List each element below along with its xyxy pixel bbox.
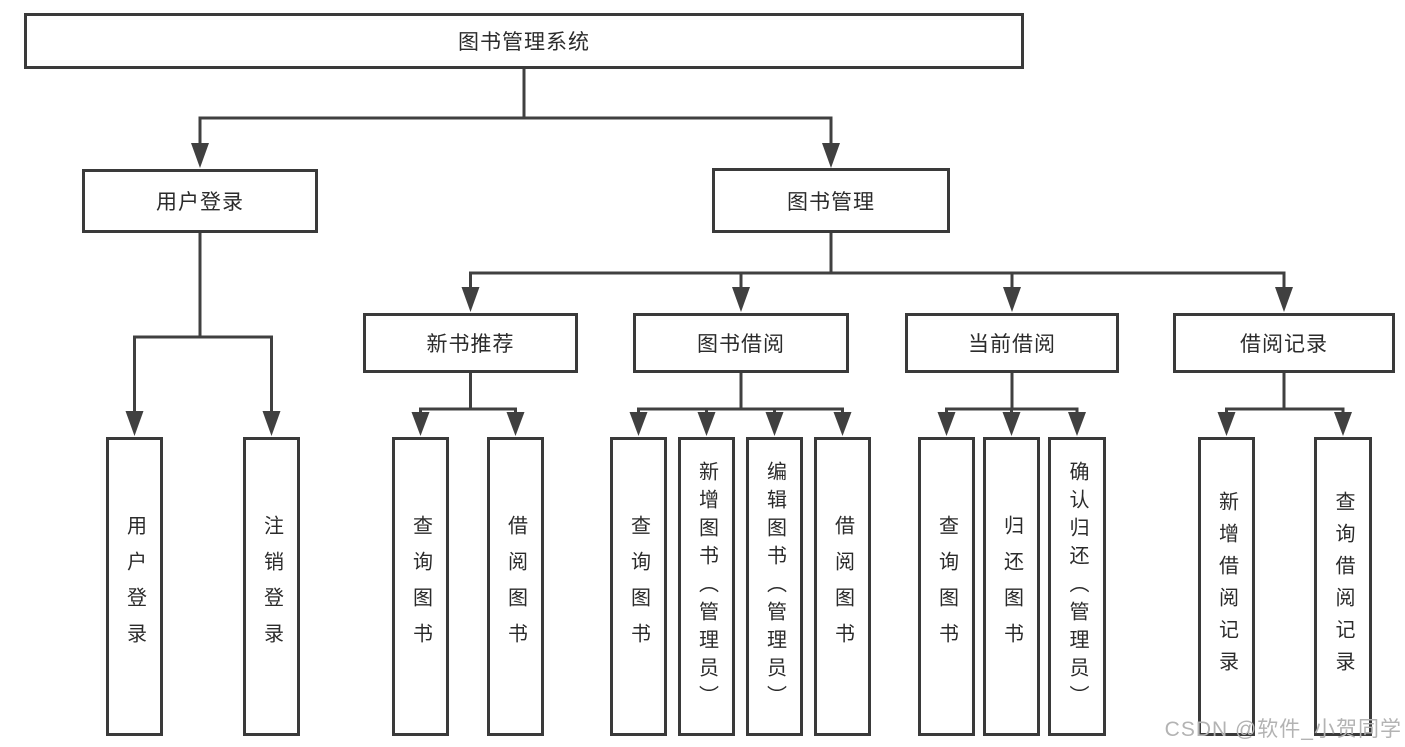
node-library-management-system: 图书管理系统 [24,13,1024,69]
node-new-book-recommendation: 新书推荐 [363,313,578,373]
leaf-logout-login: 注销登录 [243,437,300,736]
node-book-management: 图书管理 [712,168,950,233]
leaf-borrowing-edit-books-admin: 编辑图书（管理员） [746,437,803,736]
leaf-recommend-query-books: 查询图书 [392,437,449,736]
leaf-current-return-books: 归还图书 [983,437,1040,736]
node-borrowing-records: 借阅记录 [1173,313,1395,373]
leaf-user-login: 用户登录 [106,437,163,736]
leaf-borrowing-query-books: 查询图书 [610,437,667,736]
node-book-borrowing: 图书借阅 [633,313,849,373]
node-user-login: 用户登录 [82,169,318,233]
leaf-records-add-borrow-record: 新增借阅记录 [1198,437,1255,736]
csdn-watermark: CSDN @软件_小贺同学 [1164,718,1402,741]
leaf-borrowing-add-books-admin: 新增图书（管理员） [678,437,735,736]
leaf-borrowing-borrow-books: 借阅图书 [814,437,871,736]
arrowheads [125,143,1352,436]
leaf-recommend-borrow-books: 借阅图书 [487,437,544,736]
node-current-borrowing: 当前借阅 [905,313,1119,373]
leaf-records-query-borrow-record: 查询借阅记录 [1314,437,1372,736]
leaf-current-confirm-return-admin: 确认归还（管理员） [1048,437,1106,736]
leaf-current-query-books: 查询图书 [918,437,975,736]
